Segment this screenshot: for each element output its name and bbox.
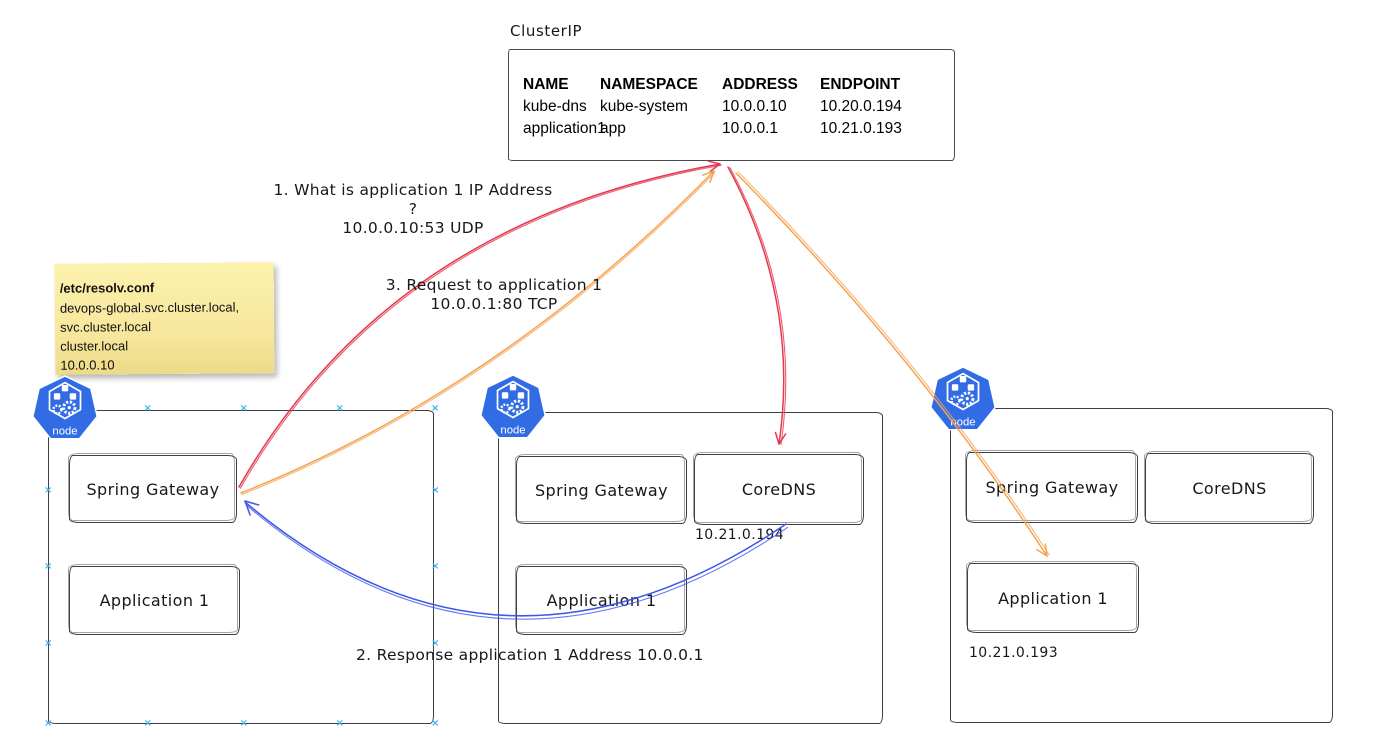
node3-spring-gateway-box[interactable]: Spring Gateway [965, 450, 1138, 523]
service-table-header: NAME NAMESPACE ADDRESS ENDPOINT [523, 74, 944, 96]
snap-marker-icon: × [431, 403, 440, 414]
note-title: /etc/resolv.conf [59, 280, 155, 296]
resolv-conf-note[interactable]: /etc/resolv.conf devops-global.svc.clust… [54, 262, 275, 375]
spring-gateway-label: Spring Gateway [86, 479, 220, 499]
spring-gateway-label: Spring Gateway [535, 480, 668, 500]
node2-application1-box[interactable]: Application 1 [515, 564, 687, 635]
cell-name: kube-dns [523, 98, 587, 115]
col-namespace: NAMESPACE [600, 76, 698, 93]
col-address: ADDRESS [722, 76, 798, 93]
node2-coredns-box[interactable]: CoreDNS [693, 452, 864, 525]
snap-marker-icon: × [44, 484, 53, 496]
snap-marker-icon: × [143, 403, 152, 414]
col-endpoint: ENDPOINT [820, 76, 901, 93]
application1-label: Application 1 [998, 588, 1108, 608]
step3-label[interactable]: 3. Request to application 1 10.0.0.1:80 … [385, 276, 603, 314]
node-icon-label: node [500, 425, 525, 437]
spring-gateway-label: Spring Gateway [985, 478, 1119, 497]
node-icon-label: node [52, 426, 77, 438]
kubernetes-node-icon[interactable]: node [479, 372, 547, 446]
snap-marker-icon: × [431, 561, 440, 573]
arrow-table-to-coredns[interactable] [727, 166, 787, 446]
step2-label[interactable]: 2. Response application 1 Address 10.0.0… [356, 646, 704, 665]
coredns-label: CoreDNS [741, 480, 817, 499]
node1-spring-gateway-box[interactable]: Spring Gateway [68, 453, 237, 523]
coredns-label: CoreDNS [1192, 479, 1267, 498]
application1-label: Application 1 [546, 591, 657, 610]
node1-application1-box[interactable]: Application 1 [68, 564, 240, 635]
clusterip-title[interactable]: ClusterIP [510, 22, 583, 40]
snap-marker-icon: × [143, 718, 152, 729]
cell-endpoint: 10.21.0.193 [820, 120, 902, 137]
kubernetes-node-icon[interactable]: node [31, 373, 99, 447]
snap-marker-icon: × [239, 718, 248, 729]
snap-marker-icon: × [431, 718, 440, 729]
col-name: NAME [523, 76, 569, 93]
cell-namespace: app [600, 120, 626, 137]
application-endpoint-ip[interactable]: 10.21.0.193 [969, 645, 1059, 661]
step1-text: 1. What is application 1 IP Address ? [273, 181, 553, 218]
snap-marker-icon: × [44, 561, 53, 573]
step3-text: 3. Request to application 1 [385, 276, 603, 294]
snap-marker-icon: × [335, 403, 344, 414]
snap-marker-icon: × [431, 484, 440, 496]
step2-text: 2. Response application 1 Address 10.0.0… [356, 646, 704, 664]
note-line: svc.cluster.local [60, 319, 152, 335]
table-row-kube-dns: kube-dns kube-system 10.0.0.10 10.20.0.1… [523, 96, 944, 118]
cell-namespace: kube-system [600, 98, 688, 115]
node3-application1-box[interactable]: Application 1 [966, 561, 1139, 633]
note-line: devops-global.svc.cluster.local, [59, 299, 240, 316]
step1-label[interactable]: 1. What is application 1 IP Address ? 10… [268, 181, 558, 238]
snap-marker-icon: × [239, 403, 248, 414]
cell-address: 10.0.0.10 [722, 98, 787, 115]
step1-endpoint: 10.0.0.10:53 UDP [342, 219, 484, 237]
note-line: 10.0.0.10 [60, 357, 115, 373]
kubernetes-node-icon[interactable]: node [929, 364, 997, 438]
snap-marker-icon: × [44, 637, 53, 649]
node-box-3[interactable]: Spring Gateway CoreDNS Application 1 10.… [950, 408, 1333, 723]
application1-label: Application 1 [99, 591, 210, 610]
cell-address: 10.0.0.1 [722, 120, 779, 137]
coredns-endpoint-ip[interactable]: 10.21.0.194 [695, 527, 785, 543]
node-icon-label: node [950, 417, 975, 429]
node2-spring-gateway-box[interactable]: Spring Gateway [515, 454, 687, 524]
snap-marker-icon: × [44, 718, 53, 729]
snap-marker-icon: × [335, 718, 344, 729]
cell-name: application1 [523, 120, 606, 137]
step3-endpoint: 10.0.0.1:80 TCP [430, 295, 558, 313]
table-row-application1: application1 app 10.0.0.1 10.21.0.193 [523, 118, 944, 140]
note-line: cluster.local [60, 338, 129, 354]
clusterip-service-table[interactable]: NAME NAMESPACE ADDRESS ENDPOINT kube-dns… [508, 49, 955, 161]
node-box-1[interactable]: Spring Gateway Application 1 × × × × × × × × × × ×… [44, 404, 439, 729]
cell-endpoint: 10.20.0.194 [820, 98, 902, 115]
node-box-2[interactable]: Spring Gateway CoreDNS 10.21.0.194 Appli… [498, 412, 883, 724]
node3-coredns-box[interactable]: CoreDNS [1144, 451, 1314, 524]
